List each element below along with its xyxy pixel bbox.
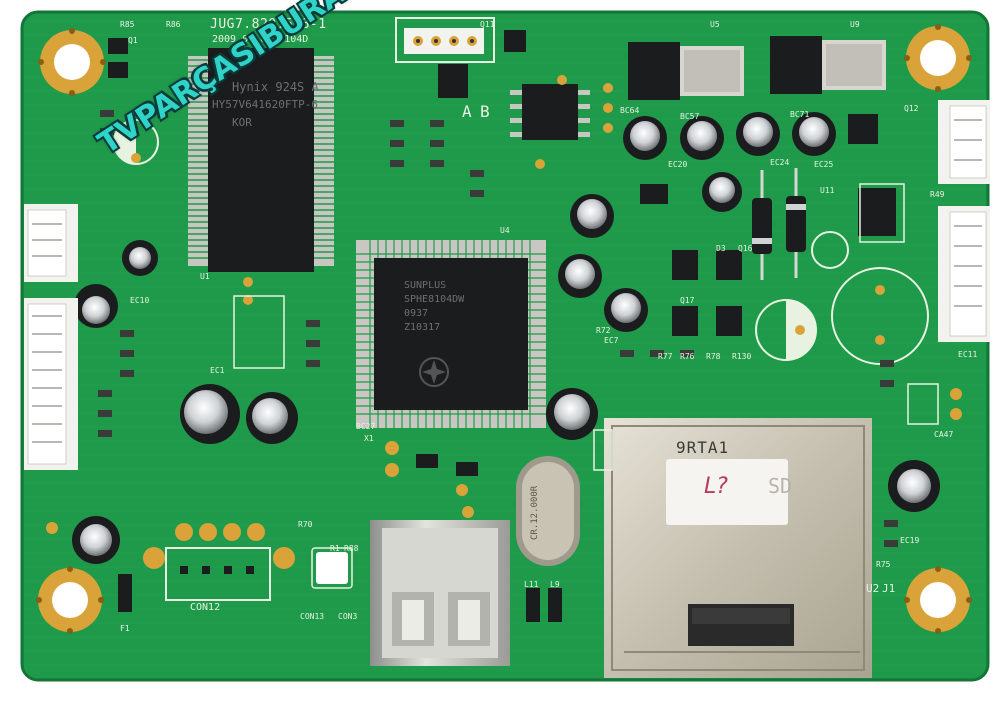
silk-label: R72 xyxy=(596,326,611,335)
sd-card-slot xyxy=(604,418,872,678)
sticker xyxy=(666,459,788,525)
silk-label: BC64 xyxy=(620,106,640,115)
silk-label: EC1 xyxy=(210,366,225,375)
silk-label: R86 xyxy=(166,20,181,29)
silk-label: R88 xyxy=(344,544,359,553)
sticker-edge-text: SD xyxy=(768,474,793,498)
con13-label: CON13 xyxy=(300,612,325,621)
silk-label: D3 xyxy=(716,244,726,253)
silk-label: R77 xyxy=(658,352,673,361)
silk-label: U11 xyxy=(820,186,835,195)
sdram-chip xyxy=(188,48,334,272)
label-b: B xyxy=(480,102,490,121)
silk-label: Q1 xyxy=(128,36,138,45)
silk-label: BC71 xyxy=(790,110,810,119)
board-date-code: 2009.09.09 8104D xyxy=(212,34,309,45)
label-a: A xyxy=(462,102,472,121)
usb-port xyxy=(370,520,510,666)
silk-label: EC19 xyxy=(900,536,920,545)
crystal-oscillator xyxy=(516,456,580,566)
electrolytic-capacitor xyxy=(72,112,940,564)
silk-label: EC25 xyxy=(814,160,834,169)
ram-marking-2: HY57V641620FTP-6 xyxy=(212,98,318,111)
j1-label: J1 xyxy=(882,582,896,595)
crystal-marking: CR.12.000R xyxy=(530,485,540,540)
silk-label: EC20 xyxy=(668,160,688,169)
silk-label: R130 xyxy=(732,352,752,361)
silk-label: L11 xyxy=(524,580,539,589)
smd-resistors xyxy=(98,110,898,547)
silk-label: L9 xyxy=(550,580,560,589)
side-connector xyxy=(938,100,990,342)
con3-label: CON3 xyxy=(338,612,358,621)
gold-test-pads xyxy=(46,75,962,534)
silk-label: R76 xyxy=(680,352,695,361)
silk-label: EC24 xyxy=(770,158,790,167)
top-header-connector xyxy=(395,17,495,63)
sticker-handwriting: L? xyxy=(704,474,728,499)
silk-label: R75 xyxy=(876,560,891,569)
silk-label: Q16 xyxy=(738,244,753,253)
silk-label: U5 xyxy=(710,20,720,29)
con12-label: CON12 xyxy=(190,602,221,613)
silk-label: Q11 xyxy=(480,20,495,29)
controller-marking-2: SPHE8104DW xyxy=(404,294,465,305)
silk-label: F1 xyxy=(120,624,130,633)
silk-label: R78 xyxy=(706,352,721,361)
voltage-regulator xyxy=(628,36,886,100)
silk-label: BC27 xyxy=(356,422,376,431)
silk-label: R85 xyxy=(120,20,135,29)
silk-label: EC7 xyxy=(604,336,619,345)
controller-marking-1: SUNPLUS xyxy=(404,280,447,291)
silk-label: U1 xyxy=(200,272,210,281)
silk-label: Q17 xyxy=(680,296,695,305)
silk-label: EC10 xyxy=(130,296,150,305)
silk-label: X1 xyxy=(364,434,374,443)
ram-marking-1: Hynix 924S A xyxy=(232,80,319,94)
u2-label: U2 xyxy=(866,582,880,595)
side-connector xyxy=(24,204,78,470)
silk-label: Q12 xyxy=(904,104,919,113)
con12-footprint xyxy=(143,523,295,601)
silk-label: R49 xyxy=(930,190,945,199)
diode xyxy=(752,168,806,280)
ram-marking-3: KOR xyxy=(232,116,252,129)
silk-label: U4 xyxy=(500,226,510,235)
controller-marking-3: 0937 xyxy=(404,308,429,319)
sticker-print: 9RTA1 xyxy=(676,438,730,457)
silk-label: CA47 xyxy=(934,430,954,439)
silk-label: U9 xyxy=(850,20,860,29)
silk-label: R1 xyxy=(330,544,340,553)
smd-components xyxy=(108,30,896,612)
eeprom-chip xyxy=(510,84,590,140)
silk-label: BC57 xyxy=(680,112,700,121)
silk-label: EC11 xyxy=(958,350,978,359)
main-controller-chip xyxy=(356,240,546,428)
silk-label: R70 xyxy=(298,520,313,529)
coil xyxy=(526,588,562,622)
board-part-number: JUG7.820.538-1 xyxy=(210,17,327,32)
controller-marking-4: Z10317 xyxy=(404,322,441,333)
